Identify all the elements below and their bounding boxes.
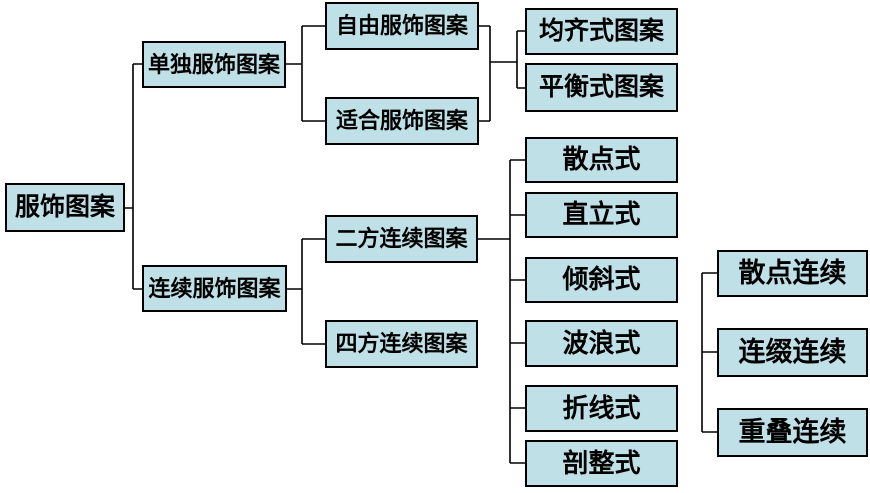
node-overlap-continuous: 重叠连续 bbox=[717, 408, 868, 457]
node-slant-style: 倾斜式 bbox=[525, 257, 678, 303]
node-scatter-style: 散点式 bbox=[525, 137, 678, 183]
node-zigzag-style: 折线式 bbox=[525, 385, 678, 432]
node-clothing-pattern-root: 服饰图案 bbox=[5, 183, 125, 232]
node-symmetric-pattern: 均齐式图案 bbox=[525, 8, 678, 55]
node-scatter-continuous: 散点连续 bbox=[717, 250, 868, 297]
connector-two-way-bracket bbox=[478, 159, 525, 464]
connector-merge-bracket bbox=[479, 25, 525, 122]
node-fitted-clothing-pattern: 适合服饰图案 bbox=[325, 97, 479, 145]
node-two-way-continuous-pattern: 二方连续图案 bbox=[325, 215, 478, 263]
connector-single-bracket bbox=[286, 25, 325, 122]
node-upright-style: 直立式 bbox=[525, 192, 678, 238]
node-four-way-continuous-pattern: 四方连续图案 bbox=[325, 320, 478, 368]
node-cut-whole-style: 剖整式 bbox=[525, 440, 678, 487]
connector-continuous-bracket bbox=[287, 238, 325, 345]
node-wave-style: 波浪式 bbox=[525, 320, 678, 367]
node-continuous-clothing-pattern: 连续服饰图案 bbox=[142, 265, 287, 312]
node-single-clothing-pattern: 单独服饰图案 bbox=[142, 41, 286, 88]
node-balanced-pattern: 平衡式图案 bbox=[525, 63, 678, 112]
connector-right-bracket bbox=[701, 272, 717, 433]
connector-root-bracket bbox=[125, 63, 142, 290]
node-link-continuous: 连缀连续 bbox=[717, 328, 868, 377]
node-free-clothing-pattern: 自由服饰图案 bbox=[325, 2, 479, 50]
